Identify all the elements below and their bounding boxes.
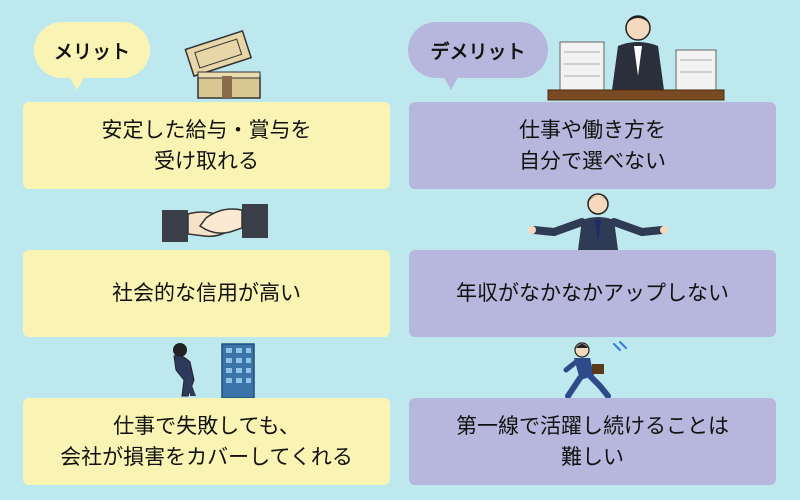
merit-label: メリット [34, 22, 150, 90]
merit-item-2: 社会的な信用が高い [23, 250, 390, 337]
demerit-item-3: 第一線で活躍し続けることは 難しい [409, 398, 776, 485]
demerit-item-2: 年収がなかなかアップしない [409, 250, 776, 337]
demerit-item-1: 仕事や働き方を 自分で選べない [409, 102, 776, 189]
demerit-label: デメリット [408, 22, 548, 90]
merit-item-3: 仕事で失敗しても、 会社が損害をカバーしてくれる [23, 398, 390, 485]
shrugging-businessman-icon [528, 193, 668, 250]
money-icon [184, 30, 261, 99]
bowing-businessman-icon [173, 343, 255, 398]
handshake-icon [162, 204, 268, 242]
running-businessman-icon [563, 341, 627, 398]
overwhelmed-businessman-icon [547, 15, 725, 101]
merit-item-1: 安定した給与・賞与を 受け取れる [23, 102, 390, 189]
